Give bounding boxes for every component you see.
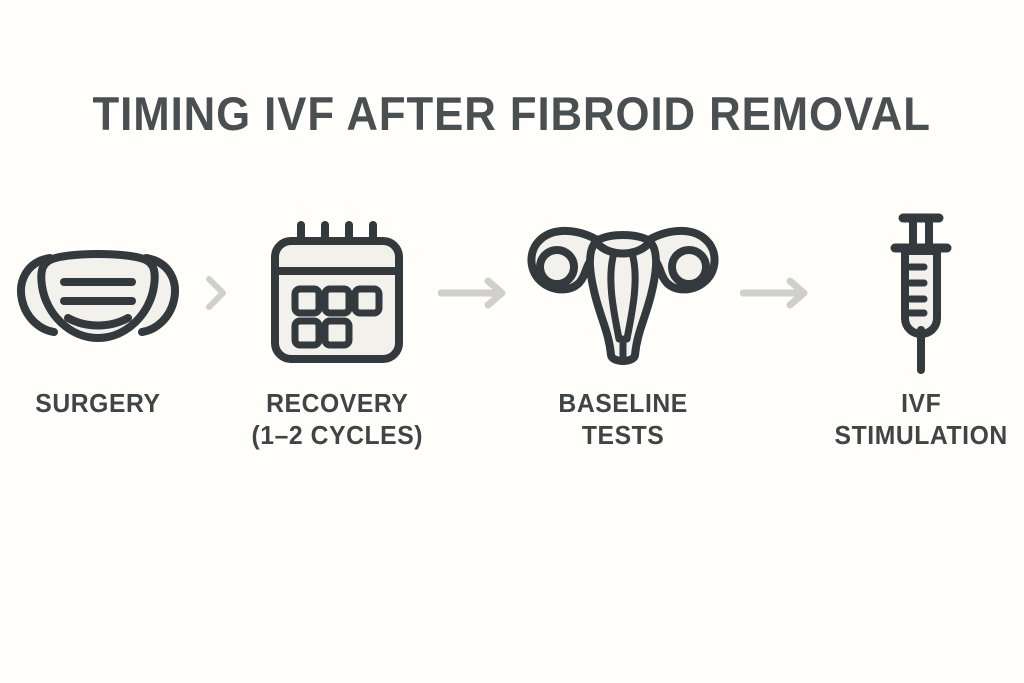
arrow-right-icon	[438, 277, 506, 308]
flow-step-surgery: SURGERY	[0, 205, 196, 420]
calendar-icon-container	[261, 205, 413, 380]
flow-step-label-ivf-stimulation: IVF STIMULATION	[834, 388, 1009, 450]
uterus-icon-container	[521, 205, 725, 380]
connector-1	[196, 205, 237, 380]
flow-step-ivf-stimulation: IVF STIMULATION	[819, 205, 1024, 451]
arrow-right-icon	[740, 277, 808, 308]
flow-step-label-recovery: RECOVERY (1–2 CYCLES)	[251, 388, 423, 450]
page-title: TIMING IVF AFTER FIBROID REMOVAL	[92, 87, 932, 141]
calendar-icon	[270, 220, 403, 363]
connector-3	[734, 205, 819, 380]
chevron-right-icon	[206, 275, 227, 310]
flow-step-baseline-tests: BASELINE TESTS	[512, 205, 734, 451]
syringe-icon-container	[880, 205, 962, 380]
syringe-icon	[890, 213, 952, 374]
surgical-mask-icon	[16, 249, 179, 342]
flow-step-label-surgery: SURGERY	[35, 388, 161, 418]
process-flow: SURGERY	[0, 205, 1024, 505]
flow-step-label-baseline-tests: BASELINE TESTS	[558, 388, 688, 450]
flow-step-recovery: RECOVERY (1–2 CYCLES)	[237, 205, 437, 451]
page-title-container: TIMING IVF AFTER FIBROID REMOVAL	[0, 58, 1024, 170]
uterus-icon	[527, 226, 719, 365]
surgical-mask-icon-container	[14, 205, 182, 380]
connector-2	[437, 205, 512, 380]
